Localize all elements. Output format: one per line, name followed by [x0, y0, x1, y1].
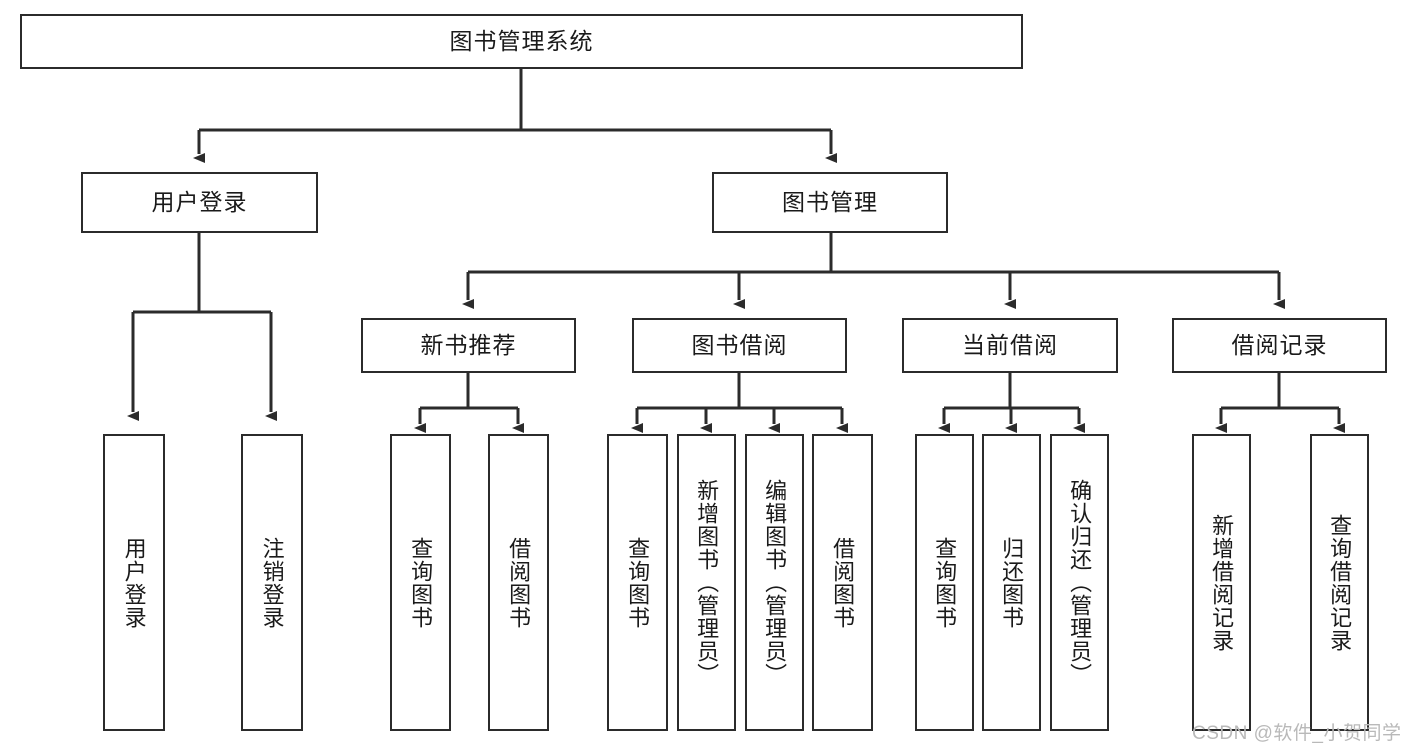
node-label: 新增图书（管理员） — [694, 479, 720, 686]
leaf-book-borrow-query-book[interactable]: 查询图书 — [607, 434, 668, 731]
leaf-book-borrow-edit-book-admin[interactable]: 编辑图书（管理员） — [745, 434, 804, 731]
node-label: 图书借阅 — [691, 331, 788, 358]
node-label: 查询借阅记录 — [1327, 513, 1353, 652]
node-label: 注销登录 — [259, 536, 285, 629]
leaf-new-book-borrow-book[interactable]: 借阅图书 — [488, 434, 549, 731]
node-label: 当前借阅 — [962, 331, 1058, 358]
node-root-book-management-system[interactable]: 图书管理系统 — [20, 14, 1023, 69]
leaf-new-book-query-book[interactable]: 查询图书 — [390, 434, 451, 731]
leaf-user-login-login[interactable]: 用户登录 — [103, 434, 165, 731]
node-label: 借阅图书 — [506, 536, 532, 629]
node-label: 用户登录 — [151, 188, 248, 215]
node-label: 编辑图书（管理员） — [762, 479, 788, 686]
leaf-current-borrow-confirm-return-admin[interactable]: 确认归还（管理员） — [1050, 434, 1109, 731]
node-label: 新书推荐 — [420, 331, 517, 358]
node-label: 图书管理系统 — [449, 27, 594, 54]
leaf-book-borrow-borrow-book[interactable]: 借阅图书 — [812, 434, 873, 731]
csdn-watermark: CSDN @软件_小贺同学 — [1192, 723, 1402, 744]
leaf-current-borrow-query-book[interactable]: 查询图书 — [915, 434, 974, 731]
leaf-current-borrow-return-book[interactable]: 归还图书 — [982, 434, 1041, 731]
node-label: 借阅图书 — [830, 536, 856, 629]
leaf-borrow-record-add-record[interactable]: 新增借阅记录 — [1192, 434, 1251, 731]
node-book-borrow[interactable]: 图书借阅 — [632, 318, 847, 373]
leaf-user-login-logout[interactable]: 注销登录 — [241, 434, 303, 731]
node-label: 用户登录 — [121, 536, 147, 629]
node-label: 图书管理 — [782, 188, 878, 215]
node-label: 确认归还（管理员） — [1067, 479, 1093, 686]
node-current-borrow[interactable]: 当前借阅 — [902, 318, 1118, 373]
leaf-book-borrow-add-book-admin[interactable]: 新增图书（管理员） — [677, 434, 736, 731]
node-label: 借阅记录 — [1231, 331, 1328, 358]
node-label: 查询图书 — [932, 536, 958, 629]
leaf-borrow-record-query-record[interactable]: 查询借阅记录 — [1310, 434, 1369, 731]
node-new-book-recommend[interactable]: 新书推荐 — [361, 318, 576, 373]
node-book-management[interactable]: 图书管理 — [712, 172, 948, 233]
node-label: 新增借阅记录 — [1209, 513, 1235, 652]
node-borrow-record[interactable]: 借阅记录 — [1172, 318, 1387, 373]
node-label: 查询图书 — [408, 536, 434, 629]
node-label: 归还图书 — [999, 536, 1025, 629]
node-label: 查询图书 — [625, 536, 651, 629]
node-user-login[interactable]: 用户登录 — [81, 172, 318, 233]
